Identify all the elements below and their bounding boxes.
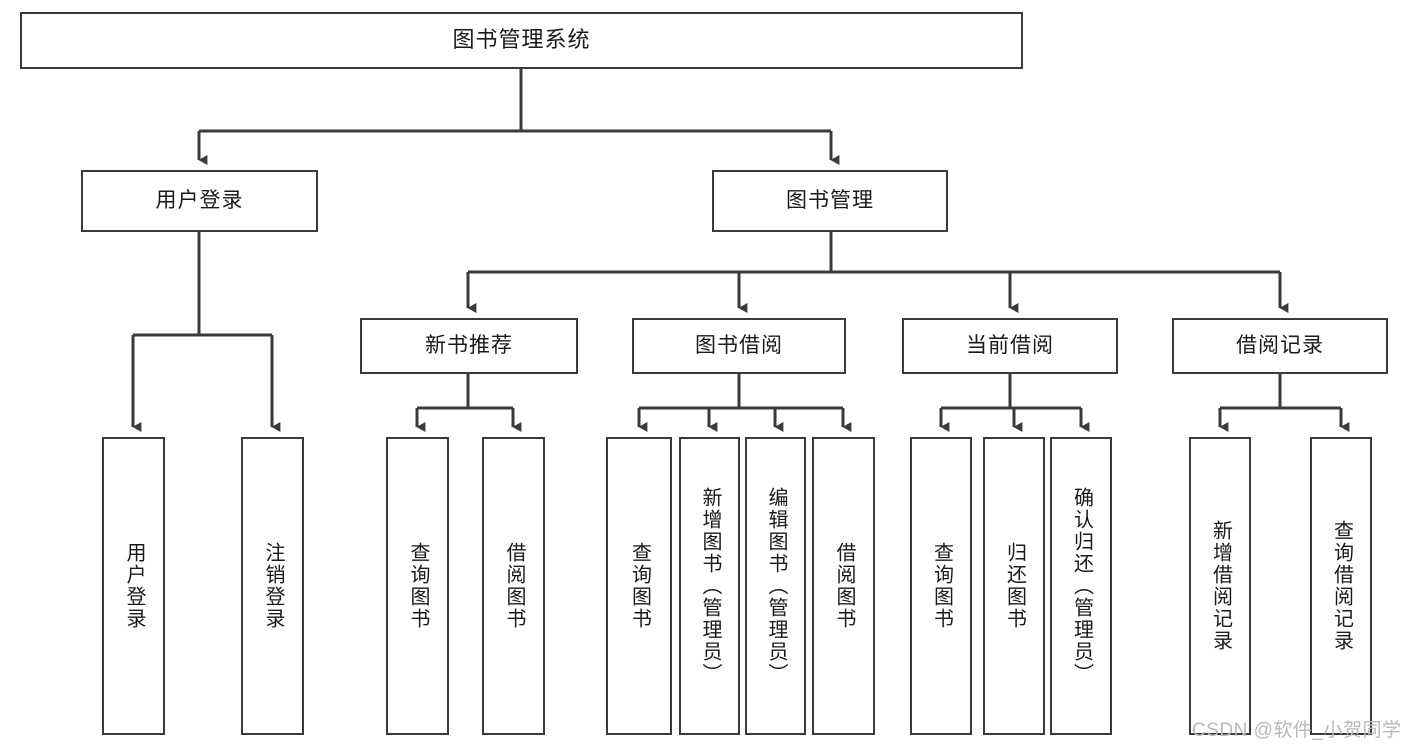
leaf-add-book-admin[interactable]: 新增图书（管理员）: [679, 437, 740, 735]
leaf-edit-book-admin[interactable]: 编辑图书（管理员）: [745, 437, 806, 735]
node-current-borrow[interactable]: 当前借阅: [902, 318, 1118, 374]
node-borrow-record[interactable]: 借阅记录: [1172, 318, 1388, 374]
leaf-logout[interactable]: 注销登录: [241, 437, 304, 735]
leaf-query-book-borrow[interactable]: 查询图书: [606, 437, 672, 735]
node-new-book-recommend[interactable]: 新书推荐: [360, 318, 578, 374]
node-user-login[interactable]: 用户登录: [81, 170, 318, 232]
node-book-borrow[interactable]: 图书借阅: [632, 318, 846, 374]
leaf-return-book[interactable]: 归还图书: [983, 437, 1045, 735]
leaf-add-borrow-record[interactable]: 新增借阅记录: [1189, 437, 1251, 735]
leaf-query-book-newbook[interactable]: 查询图书: [386, 437, 449, 735]
leaf-confirm-return-admin[interactable]: 确认归还（管理员）: [1050, 437, 1112, 735]
leaf-query-book-current[interactable]: 查询图书: [910, 437, 972, 735]
leaf-query-borrow-record[interactable]: 查询借阅记录: [1310, 437, 1372, 735]
leaf-borrow-book-newbook[interactable]: 借阅图书: [482, 437, 545, 735]
csdn-watermark: CSDN @软件_小贺同学: [1192, 720, 1402, 741]
node-book-management[interactable]: 图书管理: [712, 170, 948, 232]
node-root-book-management-system[interactable]: 图书管理系统: [20, 12, 1023, 69]
leaf-user-login[interactable]: 用户登录: [102, 437, 165, 735]
leaf-borrow-book[interactable]: 借阅图书: [812, 437, 875, 735]
